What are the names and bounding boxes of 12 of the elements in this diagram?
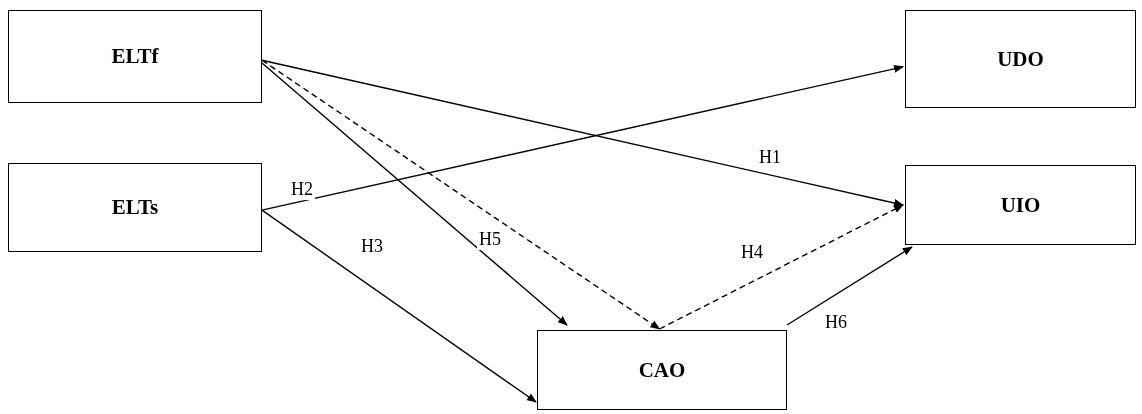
edge-label: H2 <box>289 180 315 200</box>
variable-box: UIO <box>905 165 1136 245</box>
arrow <box>658 204 904 330</box>
variable-box: ELTs <box>8 163 262 252</box>
arrow <box>261 59 661 330</box>
arrow <box>786 246 913 326</box>
variable-box: ELTf <box>8 10 262 103</box>
variable-box: CAO <box>537 330 787 410</box>
variable-box: UDO <box>905 10 1136 108</box>
arrow <box>261 209 537 403</box>
arrow <box>261 62 568 326</box>
edge-label: H5 <box>477 230 503 250</box>
